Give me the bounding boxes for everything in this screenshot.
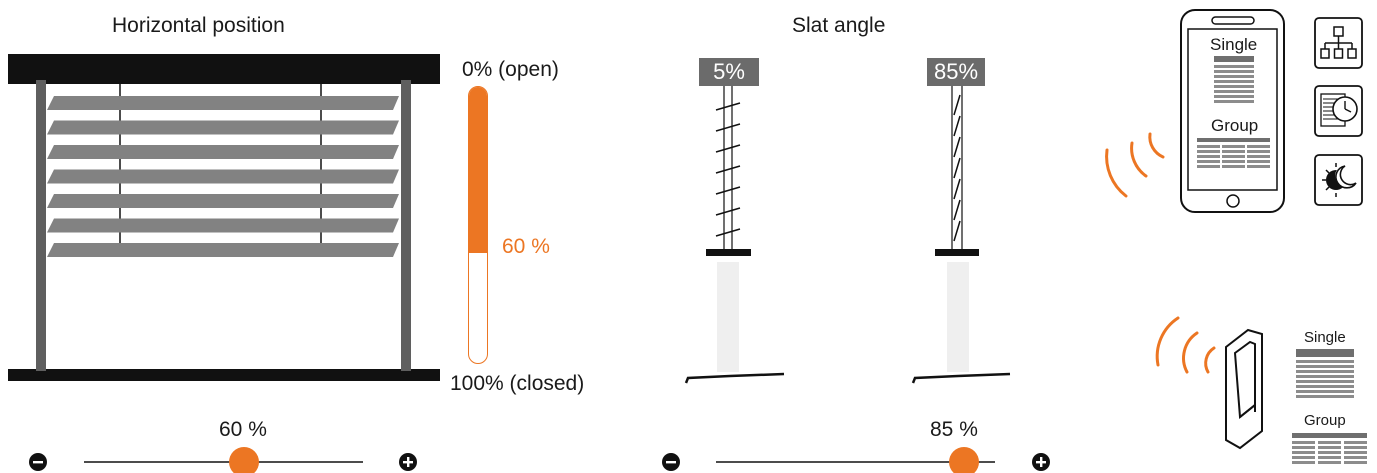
phone-signal-waves-icon — [1105, 132, 1165, 198]
slat-side-view-open — [684, 86, 785, 384]
blind-slat — [47, 145, 399, 159]
blind-slats — [47, 96, 399, 257]
blind-slat — [47, 218, 399, 233]
blind-top-rail — [8, 54, 440, 84]
blind-right-post — [401, 80, 411, 371]
blind-slat — [47, 96, 399, 110]
switch-single-label: Single — [1304, 329, 1346, 346]
label-open: 0% (open) — [462, 58, 559, 81]
slat-side-view-closed — [911, 86, 1011, 384]
position-value-label: 60 % — [502, 235, 550, 258]
label-closed: 100% (closed) — [450, 372, 585, 395]
slat-badge-left: 5% — [699, 58, 759, 86]
day-night-icon — [1314, 154, 1363, 206]
group-hierarchy-icon — [1314, 17, 1363, 69]
switch-signal-waves-icon — [1155, 316, 1216, 374]
horizontal-position-title: Horizontal position — [112, 14, 285, 37]
slider-thumb — [949, 447, 979, 473]
blind-left-post — [36, 80, 46, 371]
position-bar-fill — [469, 87, 487, 253]
timer-schedule-icon — [1314, 85, 1363, 137]
blind-bottom-rail — [8, 369, 440, 381]
slider-thumb — [229, 447, 259, 473]
horizontal-slider-value: 60 % — [219, 418, 267, 441]
blind-slat — [47, 120, 399, 135]
slat-slider-value: 85 % — [930, 418, 978, 441]
blind-slat — [47, 243, 399, 257]
slat-slider[interactable] — [650, 440, 1070, 473]
blind-slat — [47, 194, 399, 208]
switch-single-blind-icon — [1296, 349, 1354, 398]
blind-slat — [47, 169, 399, 184]
position-bar — [468, 86, 488, 364]
phone-group-label: Group — [1211, 116, 1259, 135]
phone-icon — [1180, 9, 1285, 213]
slat-angle-title: Slat angle — [792, 14, 886, 37]
phone-single-label: Single — [1210, 35, 1258, 54]
horizontal-slider[interactable] — [0, 440, 440, 473]
switch-group-label: Group — [1304, 412, 1346, 429]
slat-badge-right: 85% — [927, 58, 985, 86]
wall-switch-icon — [1225, 328, 1263, 450]
switch-group-blinds-icon — [1292, 433, 1367, 464]
